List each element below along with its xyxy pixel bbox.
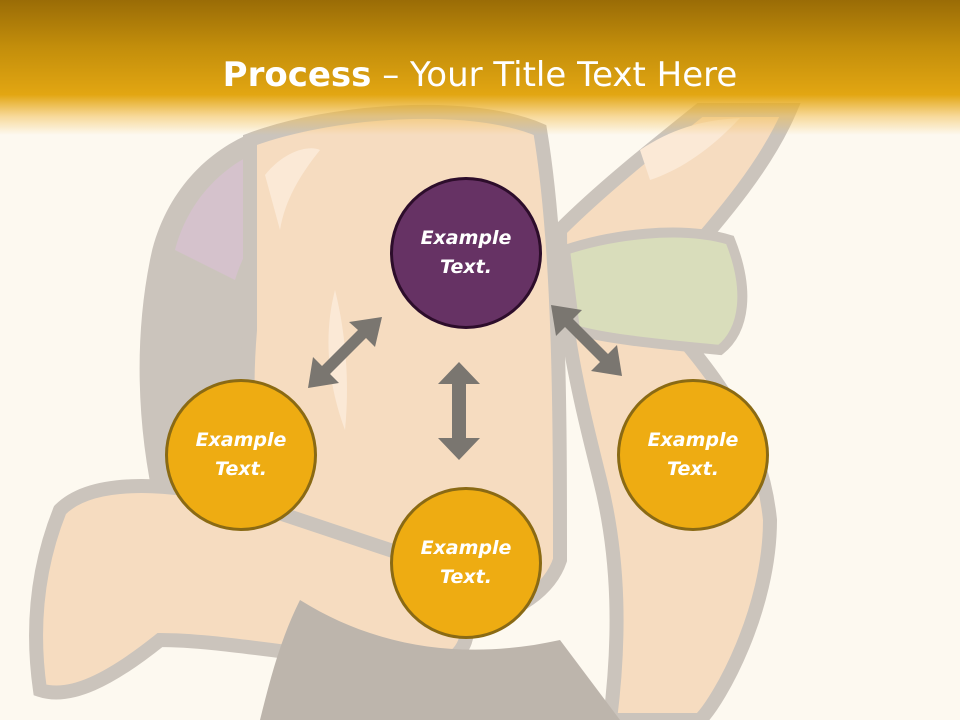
- process-node-bottom[interactable]: Example Text.: [390, 487, 542, 639]
- title-rest: Your Title Text Here: [410, 55, 738, 95]
- process-node-left-text: Example Text.: [195, 429, 287, 480]
- process-node-top[interactable]: Example Text.: [390, 177, 542, 329]
- title-bar: [0, 0, 960, 135]
- process-node-left[interactable]: Example Text.: [165, 379, 317, 531]
- process-node-right[interactable]: Example Text.: [617, 379, 769, 531]
- slide-title: Process – Your Title Text Here: [0, 52, 960, 98]
- process-node-right-text: Example Text.: [647, 429, 739, 480]
- process-node-bottom-text: Example Text.: [420, 537, 512, 588]
- process-node-top-text: Example Text.: [420, 227, 512, 278]
- title-bold-part: Process: [222, 55, 372, 95]
- title-separator: –: [371, 55, 411, 95]
